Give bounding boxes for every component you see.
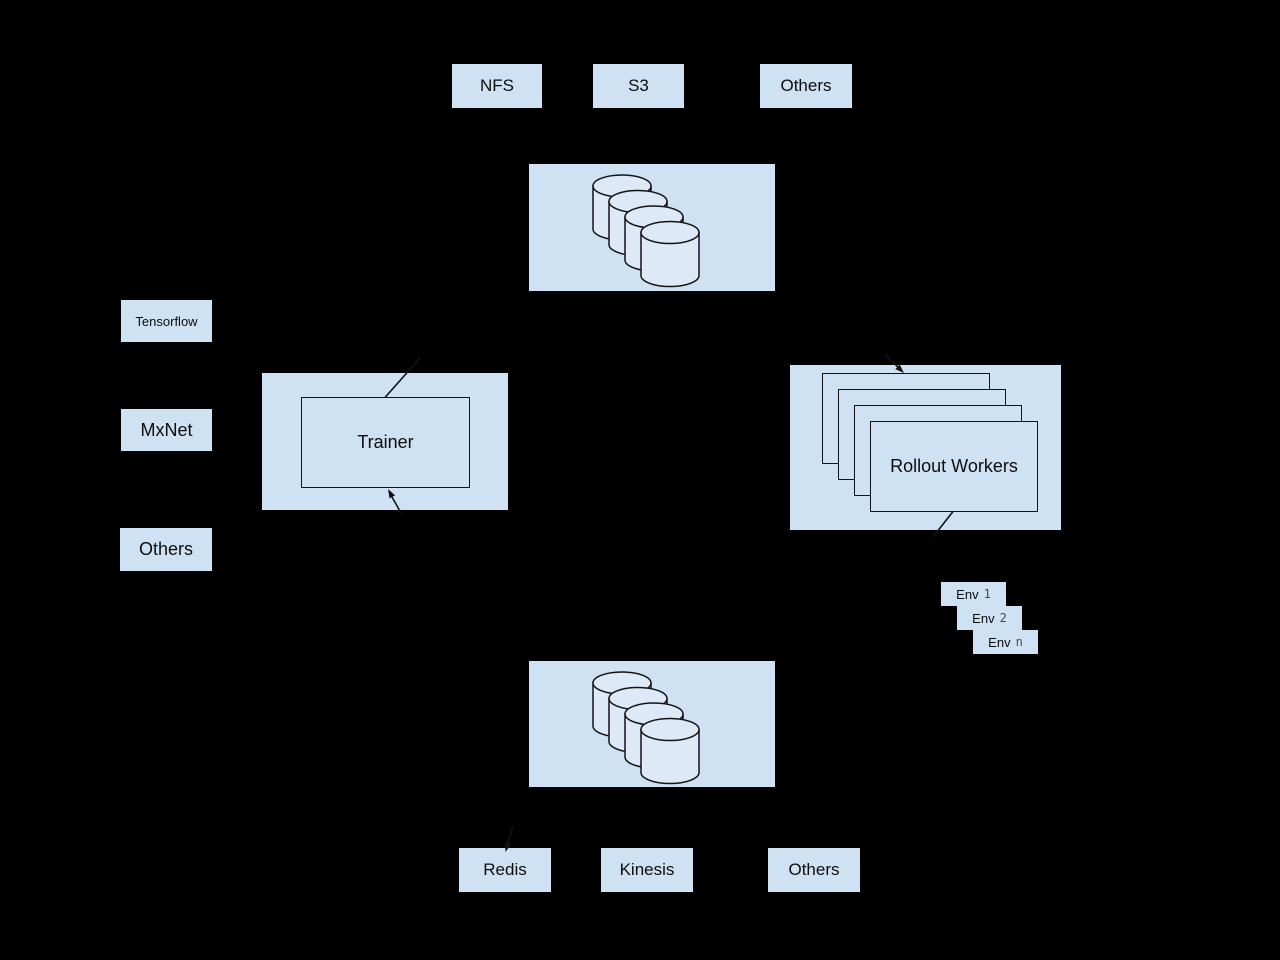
database-cylinders-icon	[592, 671, 700, 785]
storage-option-redis: Redis	[459, 848, 551, 892]
framework-option-mxnet: MxNet	[121, 409, 212, 451]
storage-option-kinesis: Kinesis	[601, 848, 693, 892]
trainer-group-box: Trainer	[262, 373, 508, 510]
framework-option-label: Tensorflow	[135, 313, 198, 329]
storage-option-others-bottom: Others	[768, 848, 860, 892]
arrow-into-redis-line	[506, 825, 514, 845]
env-label: Env	[956, 586, 979, 602]
framework-option-tensorflow: Tensorflow	[121, 300, 212, 342]
database-cylinder	[640, 717, 700, 785]
env-label: Env	[988, 634, 1011, 650]
datastore-top-box	[529, 164, 775, 291]
storage-option-label: NFS	[480, 76, 514, 95]
env-index: n	[1015, 635, 1023, 649]
env-index: 2	[999, 611, 1007, 625]
storage-option-s3: S3	[593, 64, 684, 108]
storage-option-nfs: NFS	[452, 64, 542, 108]
rollout-workers-group-box: Rollout Workers	[790, 365, 1061, 530]
framework-option-label: MxNet	[140, 419, 193, 440]
database-cylinders-icon	[592, 174, 700, 288]
framework-option-label: Others	[138, 539, 194, 559]
database-cylinder	[640, 220, 700, 288]
env-index: 1	[983, 587, 991, 601]
datastore-bottom-box	[529, 661, 775, 787]
storage-option-label: Redis	[483, 860, 527, 879]
framework-option-others: Others	[120, 528, 212, 571]
trainer-label: Trainer	[357, 432, 414, 452]
storage-option-label: Others	[780, 76, 832, 95]
storage-option-label: Kinesis	[619, 860, 675, 879]
storage-option-label: S3	[628, 76, 649, 95]
rollout-worker-card-front: Rollout Workers	[870, 421, 1038, 512]
storage-option-label: Others	[788, 860, 840, 879]
rollout-workers-label: Rollout Workers	[890, 456, 1018, 476]
storage-option-others-top: Others	[760, 64, 852, 108]
env-box-1: Env 1	[941, 582, 1006, 606]
trainer-box: Trainer	[301, 397, 470, 488]
env-label: Env	[972, 610, 995, 626]
env-box-2: Env 2	[957, 606, 1022, 630]
